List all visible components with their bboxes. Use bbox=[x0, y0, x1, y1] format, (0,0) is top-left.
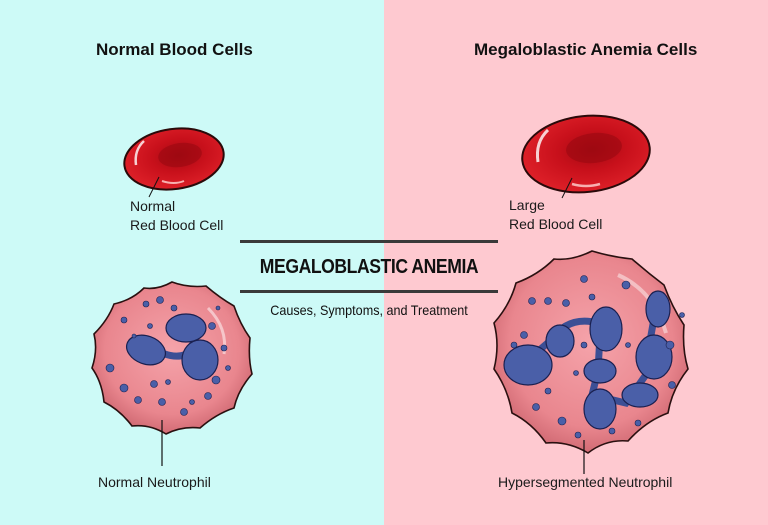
large-rbc-label-line2: Red Blood Cell bbox=[509, 216, 603, 232]
hypersegmented-neutrophil-pointer-line bbox=[583, 440, 585, 474]
normal-rbc-label-line1: Normal bbox=[130, 198, 176, 214]
normal-neutrophil-illustration bbox=[91, 281, 253, 435]
large-rbc-label-line1: Large bbox=[509, 197, 545, 213]
subtitle: Causes, Symptoms, and Treatment bbox=[270, 302, 468, 318]
normal-rbc-label-line2: Red Blood Cell bbox=[130, 217, 224, 233]
right-heading: Megaloblastic Anemia Cells bbox=[474, 40, 698, 59]
hypersegmented-neutrophil-label: Hypersegmented Neutrophil bbox=[498, 474, 673, 490]
normal-neutrophil-pointer-line bbox=[161, 420, 163, 466]
normal-red-blood-cell-illustration bbox=[123, 127, 225, 191]
normal-rbc-pointer-line bbox=[148, 176, 160, 198]
large-rbc-pointer-line bbox=[561, 177, 573, 199]
title-bottom-rule bbox=[240, 290, 498, 293]
title-top-rule bbox=[240, 240, 498, 243]
normal-neutrophil-label: Normal Neutrophil bbox=[98, 474, 211, 490]
large-red-blood-cell-illustration bbox=[521, 114, 651, 194]
main-title: MEGALOBLASTIC ANEMIA bbox=[259, 256, 479, 278]
hypersegmented-neutrophil-illustration bbox=[493, 250, 689, 454]
left-heading: Normal Blood Cells bbox=[96, 40, 253, 59]
left-panel bbox=[0, 0, 384, 525]
